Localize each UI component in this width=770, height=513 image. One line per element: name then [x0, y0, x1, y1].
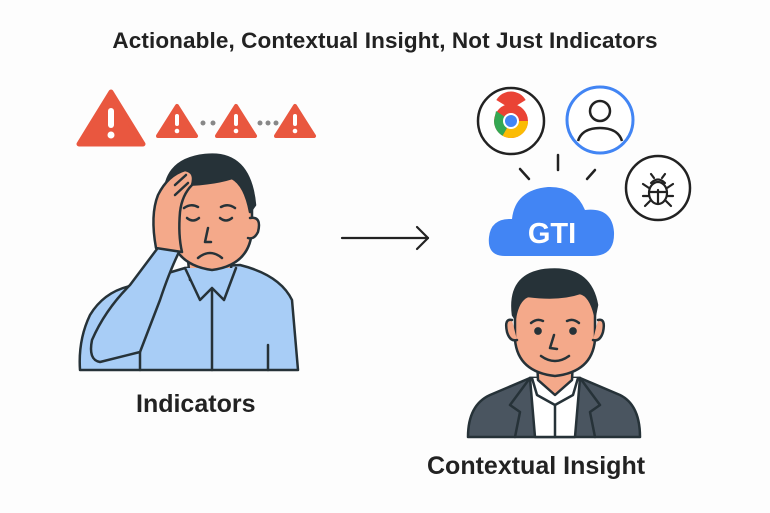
warning-icon: [156, 104, 198, 138]
warning-icon: [274, 104, 316, 138]
gti-cloud-icon: GTI: [488, 186, 615, 256]
dots-icon: [200, 120, 216, 126]
cloud-label: GTI: [528, 218, 576, 250]
warning-icon: [76, 89, 146, 147]
dots-icon: [257, 120, 279, 126]
chrome-icon: [476, 86, 546, 156]
right-arrow-icon: [340, 225, 430, 251]
indicators-label: Indicators: [136, 390, 256, 418]
user-profile-icon: [565, 85, 635, 155]
stressed-person-illustration: [78, 153, 300, 372]
bug-icon: [624, 154, 692, 222]
signal-rays: [518, 153, 597, 181]
diagram-title: Actionable, Contextual Insight, Not Just…: [112, 28, 658, 53]
warning-icon: [215, 104, 257, 138]
contextual-insight-label: Contextual Insight: [427, 452, 646, 480]
confident-person-illustration: [466, 268, 642, 439]
